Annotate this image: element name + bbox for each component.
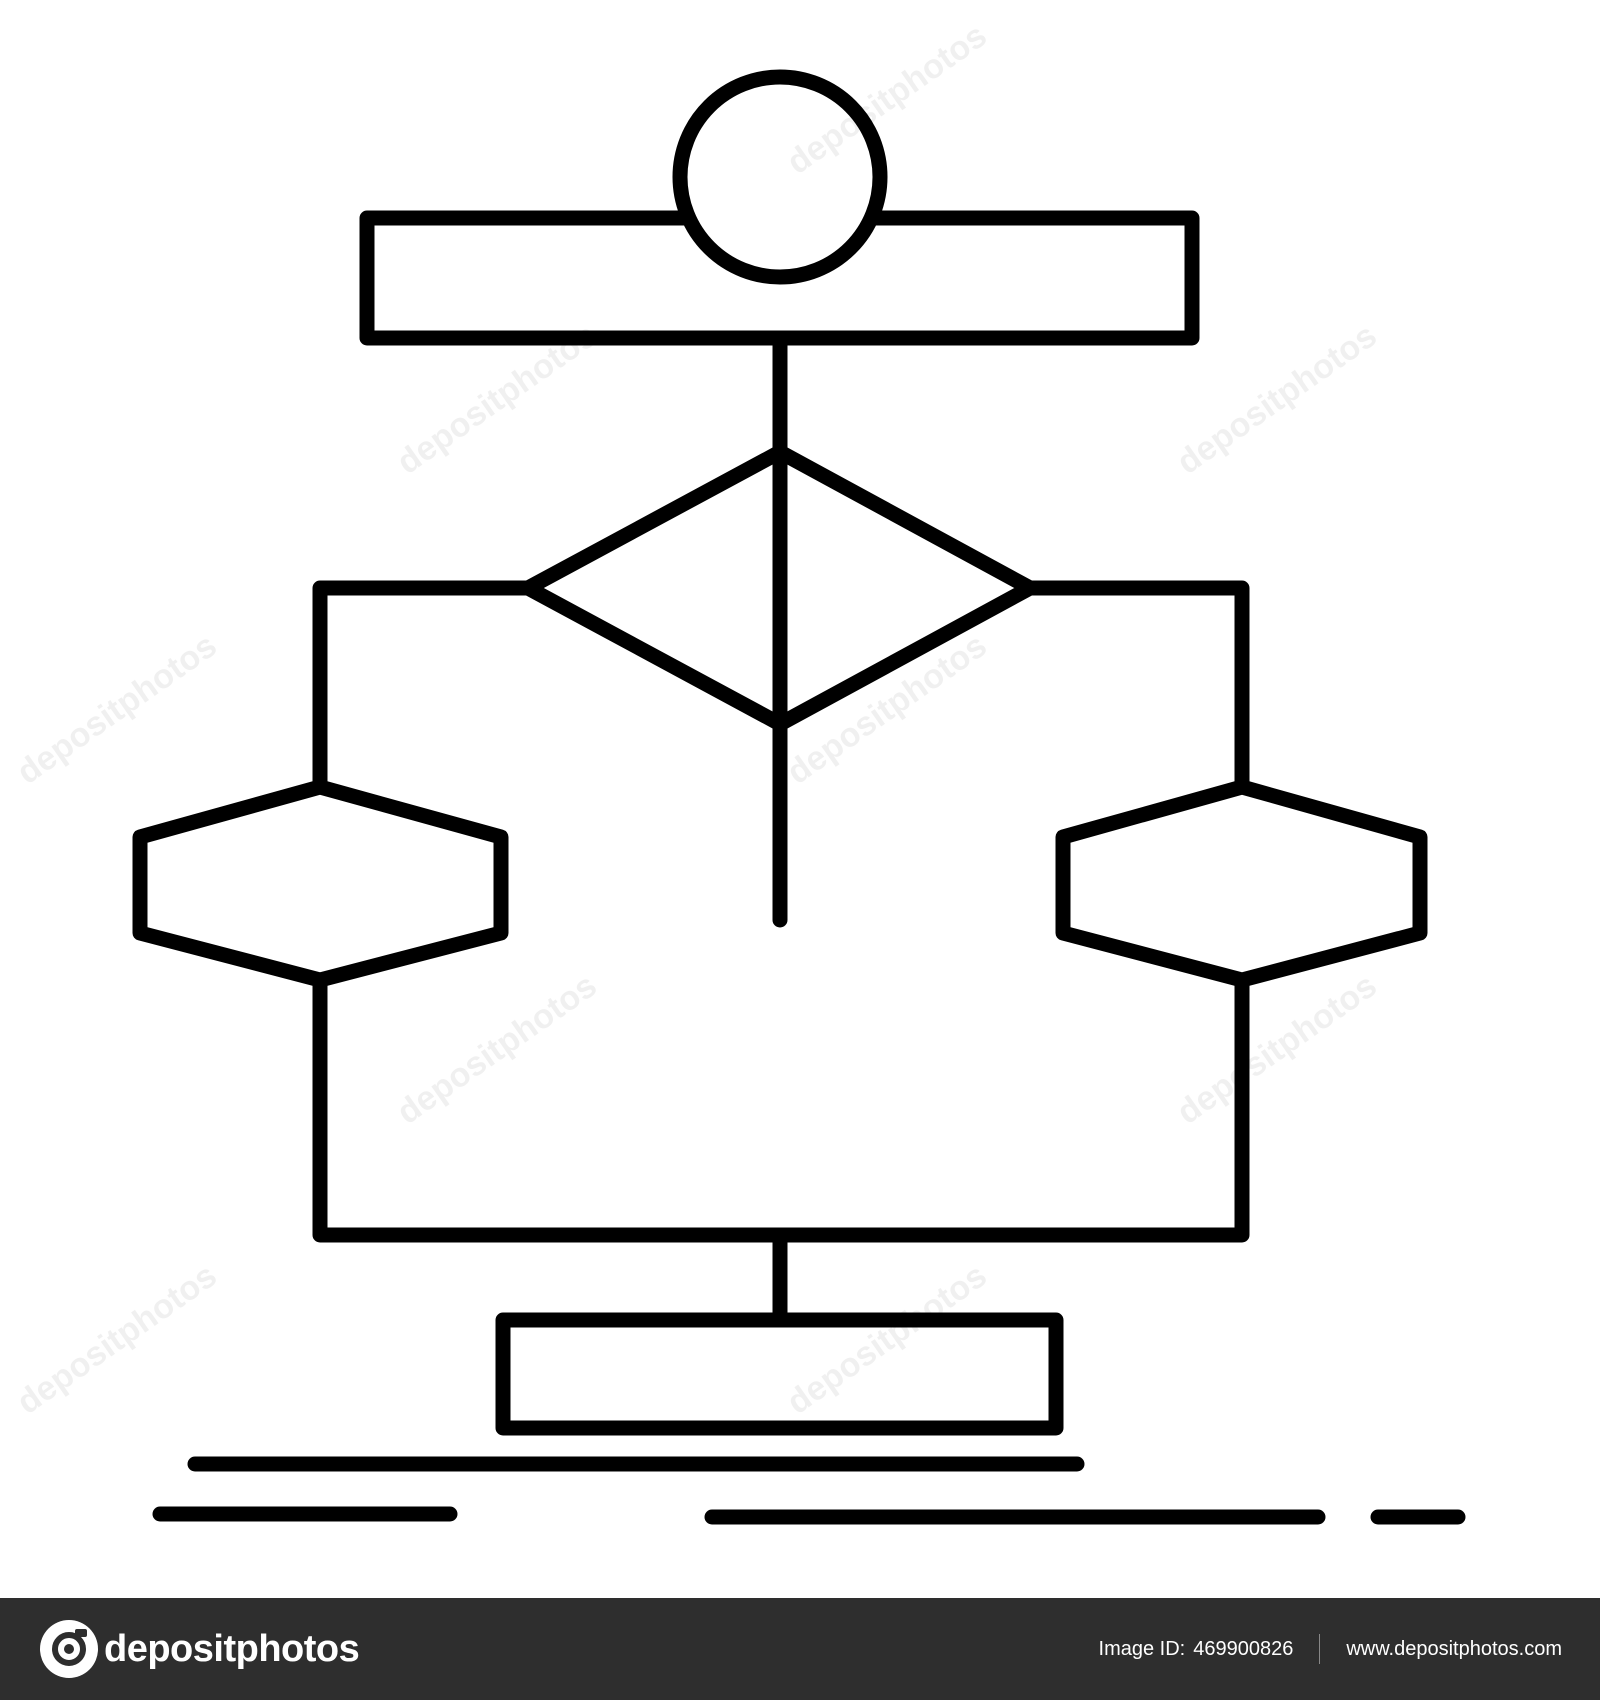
footer-bar: depositphotos Image ID: 469900826 www.de…	[0, 1598, 1600, 1700]
right-hexagon	[1055, 779, 1428, 988]
image-id: 469900826	[1193, 1637, 1294, 1660]
divider	[1319, 1634, 1321, 1664]
brand-name: depositphotos	[104, 1627, 360, 1670]
brand-logo[interactable]: depositphotos	[40, 1620, 360, 1678]
start-circle	[672, 69, 888, 285]
left-hexagon	[132, 779, 509, 988]
site-url[interactable]: www.depositphotos.com	[1346, 1637, 1562, 1660]
image-id-label: Image ID:	[1098, 1637, 1186, 1660]
camera-icon	[40, 1620, 98, 1678]
flowchart-diagram	[132, 69, 1466, 1525]
bottom-process-box	[495, 1312, 1064, 1436]
